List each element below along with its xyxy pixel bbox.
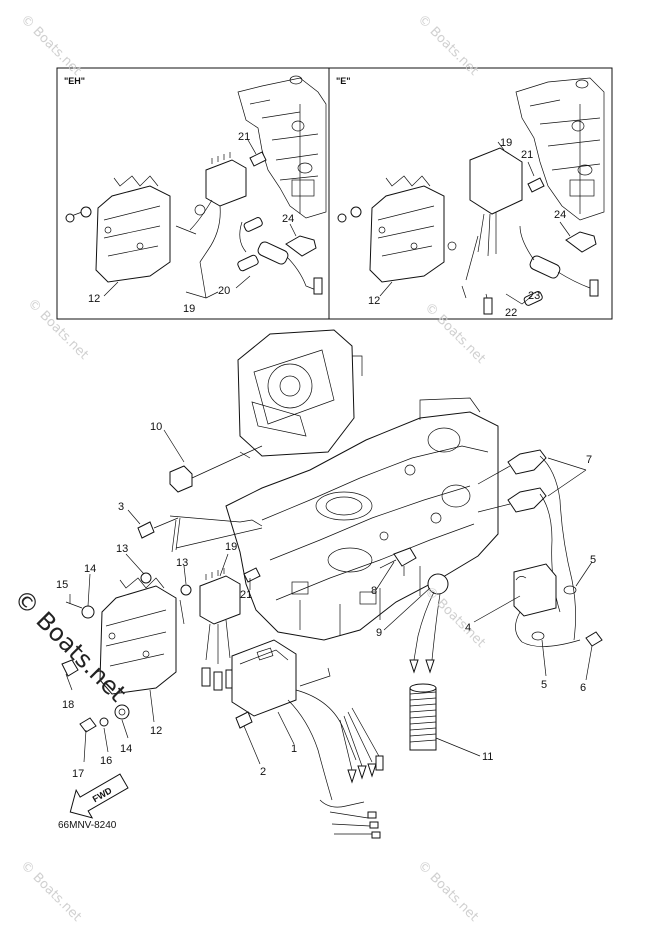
callout-1: 1	[291, 743, 297, 755]
inset-label-eh: "EH"	[64, 76, 85, 86]
callout-24-e: 24	[554, 209, 566, 221]
inset-frame	[56, 67, 613, 320]
callout-21-main: 21	[240, 589, 252, 601]
inset-e-illustration	[337, 77, 605, 315]
callout-12-main: 12	[150, 725, 162, 737]
callout-15: 15	[56, 579, 68, 591]
callout-6: 6	[580, 682, 586, 694]
forward-arrow	[69, 773, 129, 819]
callout-23: 23	[528, 290, 540, 302]
callout-4: 4	[465, 622, 471, 634]
callout-8: 8	[371, 585, 377, 597]
callout-19-eh: 19	[183, 303, 195, 315]
callout-18: 18	[62, 699, 74, 711]
callout-3: 3	[118, 501, 124, 513]
callout-12-eh: 12	[88, 293, 100, 305]
callout-20: 20	[218, 285, 230, 297]
callout-12-e: 12	[368, 295, 380, 307]
callout-11: 11	[482, 751, 493, 763]
callout-10: 10	[150, 421, 162, 433]
drawing-code: 66MNV-8240	[58, 820, 117, 831]
callout-19-e: 19	[500, 137, 512, 149]
callout-9: 9	[376, 627, 382, 639]
callout-13-left: 13	[116, 543, 128, 555]
callout-2: 2	[260, 766, 266, 778]
callout-5-lower: 5	[541, 679, 547, 691]
callout-24-eh: 24	[282, 213, 294, 225]
callout-19-main: 19	[225, 541, 237, 553]
callout-13-right: 13	[176, 557, 188, 569]
callout-14-upper: 14	[84, 563, 96, 575]
spring-protector	[409, 683, 437, 751]
callout-5-upper: 5	[590, 554, 596, 566]
callout-21-e: 21	[521, 149, 533, 161]
inset-eh-illustration	[65, 75, 327, 299]
callout-14-lower: 14	[120, 743, 132, 755]
main-illustration	[61, 329, 603, 839]
callout-21-eh: 21	[238, 131, 250, 143]
callout-16: 16	[100, 755, 112, 767]
callout-17: 17	[72, 768, 84, 780]
callout-7: 7	[586, 454, 592, 466]
callout-22: 22	[505, 307, 517, 319]
inset-label-e: "E"	[336, 76, 351, 86]
